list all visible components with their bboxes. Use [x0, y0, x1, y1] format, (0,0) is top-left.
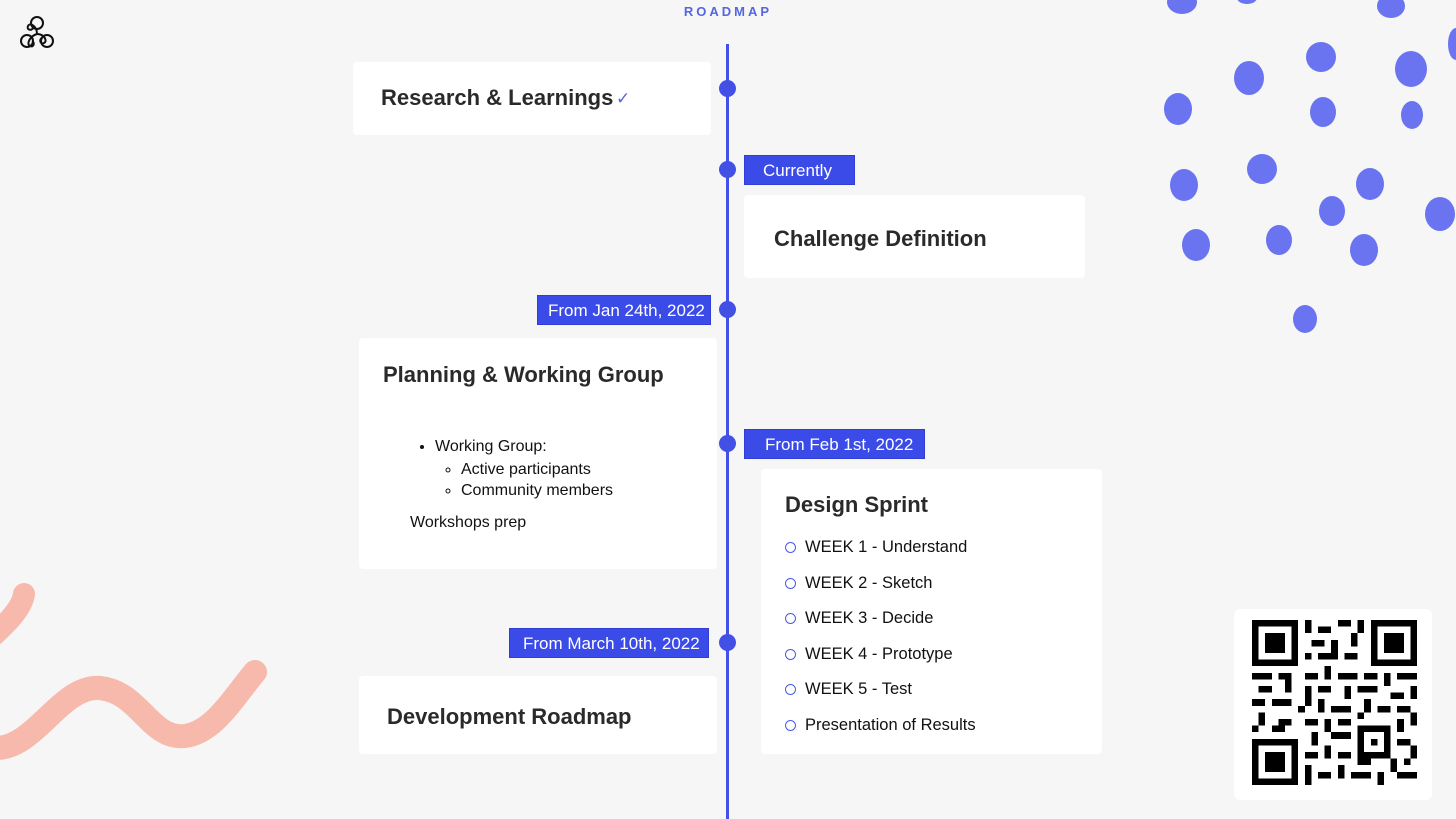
decorative-dots [1164, 0, 1456, 333]
timeline-dot [719, 161, 736, 178]
timeline-dot [719, 301, 736, 318]
checklist-label: WEEK 5 - Test [805, 680, 912, 699]
challenge-card[interactable]: Challenge Definition [744, 195, 1085, 278]
checklist-label: Presentation of Results [805, 715, 976, 734]
design-sprint-checklist: WEEK 1 - Understand WEEK 2 - Sketch WEEK… [785, 530, 1085, 743]
list-item: Community members [461, 480, 613, 501]
radio-circle-icon[interactable] [785, 684, 796, 696]
triskelion-icon [20, 16, 54, 48]
checklist-item-week3[interactable]: WEEK 3 - Decide [785, 601, 1085, 637]
radio-circle-icon[interactable] [785, 542, 796, 554]
checkmark-icon: ✓ [616, 89, 631, 108]
status-tag-currently: Currently [744, 155, 855, 185]
research-title: Research & Learnings [381, 85, 614, 110]
radio-circle-icon[interactable] [785, 719, 796, 731]
date-tag-march10: From March 10th, 2022 [509, 628, 709, 658]
decorative-brush-stroke [0, 583, 267, 760]
radio-circle-icon[interactable] [785, 613, 796, 625]
list-item: Active participants [461, 459, 613, 480]
radio-circle-icon[interactable] [785, 577, 796, 589]
qr-code-card[interactable] [1234, 609, 1432, 800]
development-title: Development Roadmap [387, 704, 632, 729]
timeline-dot [719, 634, 736, 651]
checklist-label: WEEK 3 - Decide [805, 609, 934, 628]
checklist-item-week1[interactable]: WEEK 1 - Understand [785, 530, 1085, 566]
planning-bullet-list: Working Group: Active participants Commu… [415, 436, 613, 501]
checklist-item-week5[interactable]: WEEK 5 - Test [785, 672, 1085, 708]
timeline-dot [719, 80, 736, 97]
planning-note: Workshops prep [410, 514, 527, 531]
checklist-item-week2[interactable]: WEEK 2 - Sketch [785, 566, 1085, 602]
research-card[interactable]: Research & Learnings ✓ [353, 62, 711, 135]
development-card[interactable]: Development Roadmap [359, 676, 717, 754]
planning-card[interactable]: Planning & Working Group Working Group: … [359, 338, 717, 569]
timeline-dot [719, 435, 736, 452]
bullet-working-group: Working Group: [435, 438, 547, 455]
checklist-label: WEEK 1 - Understand [805, 538, 968, 557]
checklist-label: WEEK 4 - Prototype [805, 644, 953, 663]
design-sprint-card[interactable]: Design Sprint WEEK 1 - Understand WEEK 2… [761, 469, 1102, 754]
page-title: ROADMAP [683, 4, 773, 19]
timeline-line [726, 44, 729, 819]
checklist-item-presentation[interactable]: Presentation of Results [785, 708, 1085, 744]
qr-code-icon [1252, 620, 1417, 785]
checklist-item-week4[interactable]: WEEK 4 - Prototype [785, 637, 1085, 673]
date-tag-jan24: From Jan 24th, 2022 [537, 295, 711, 325]
design-sprint-title: Design Sprint [785, 492, 929, 517]
radio-circle-icon[interactable] [785, 648, 796, 660]
planning-title: Planning & Working Group [383, 362, 664, 387]
list-item: Working Group: Active participants Commu… [435, 436, 613, 501]
challenge-title: Challenge Definition [774, 226, 987, 251]
checklist-label: WEEK 2 - Sketch [805, 573, 933, 592]
date-tag-feb1: From Feb 1st, 2022 [744, 429, 925, 459]
